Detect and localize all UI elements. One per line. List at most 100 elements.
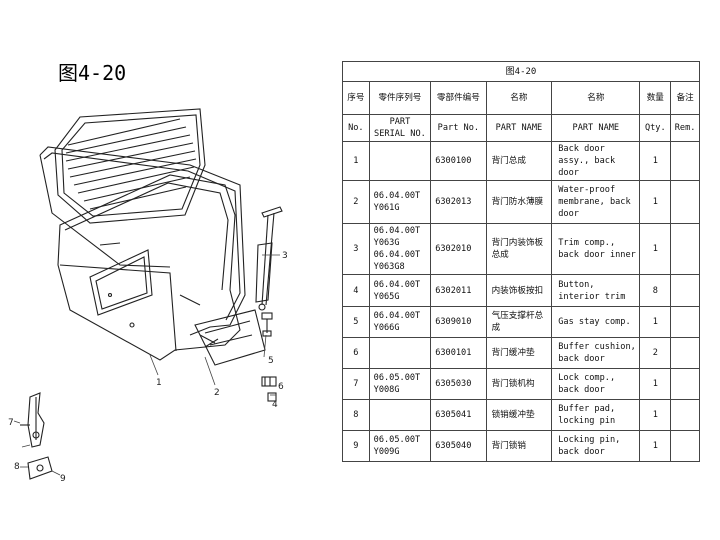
part-number-cell: 6302011 (430, 274, 487, 307)
part-name-en-cell: Buffer pad, locking pin (551, 399, 641, 431)
header-row-en: No. PART SERIAL NO. Part No. PART NAME P… (342, 114, 700, 142)
part-name-en-cell: Gas stay comp. (551, 306, 641, 338)
part-name-cn-cell: 背门总成 (485, 141, 553, 181)
serial-number-cell: 06.04.00T Y066G (368, 306, 432, 338)
callout-4: 4 (272, 400, 278, 410)
header-qty-en: Qty. (639, 114, 672, 142)
part-name-en-cell: Trim comp., back door inner (551, 223, 641, 275)
part-number-cell: 6305041 (430, 399, 487, 431)
parts-list-table: 图4-20 序号 零件序列号 零部件编号 名称 名称 数量 备注 No. PAR… (342, 61, 700, 462)
remark-cell (670, 223, 700, 275)
table-caption: 图4-20 (342, 61, 700, 82)
quantity-cell: 1 (639, 180, 672, 224)
header-partno-en: Part No. (430, 114, 487, 142)
gas-stay-strut (255, 206, 283, 311)
part-number-cell: 6302010 (430, 223, 487, 275)
part-name-cn-cell: 背门锁机构 (485, 368, 553, 400)
header-row-cn: 序号 零件序列号 零部件编号 名称 名称 数量 备注 (342, 81, 700, 115)
header-serial-cn: 零件序列号 (368, 81, 432, 115)
header-name-en-cn: 名称 (551, 81, 641, 115)
quantity-cell: 2 (639, 337, 672, 369)
quantity-cell: 1 (639, 368, 672, 400)
exploded-parts-diagram: 1 2 3 4 5 6 7 8 9 (0, 95, 345, 515)
header-partno-cn: 零部件编号 (430, 81, 487, 115)
row-number-cell: 7 (342, 368, 370, 400)
callout-7: 7 (8, 418, 14, 428)
quantity-cell: 1 (639, 399, 672, 431)
remark-cell (670, 306, 700, 338)
locking-pin (27, 456, 53, 480)
part-name-cn-cell: 背门内装饰板总成 (485, 223, 553, 275)
callout-9: 9 (60, 474, 66, 484)
header-serial-en: PART SERIAL NO. (368, 114, 432, 142)
remark-cell (670, 368, 700, 400)
header-no-en: No. (342, 114, 370, 142)
callout-6: 6 (278, 382, 284, 392)
row-number-cell: 9 (342, 430, 370, 462)
part-name-en-cell: Locking pin, back door (551, 430, 641, 462)
row-number-cell: 5 (342, 306, 370, 338)
quantity-cell: 8 (639, 274, 672, 307)
part-name-cn-cell: 背门锁销 (485, 430, 553, 462)
part-name-en-cell: Water-proof membrane, back door (551, 180, 641, 224)
part-number-cell: 6305040 (430, 430, 487, 462)
row-number-cell: 4 (342, 274, 370, 307)
row-number-cell: 6 (342, 337, 370, 369)
quantity-cell: 1 (639, 306, 672, 338)
callout-3: 3 (282, 251, 288, 261)
callout-8: 8 (14, 462, 20, 472)
part-number-cell: 6302013 (430, 180, 487, 224)
row-number-cell: 3 (342, 223, 370, 275)
header-name-cn-en: PART NAME (485, 114, 553, 142)
part-number-cell: 6305030 (430, 368, 487, 400)
remark-cell (670, 141, 700, 181)
part-number-cell: 6300101 (430, 337, 487, 369)
part-name-cn-cell: 内装饰板按扣 (485, 274, 553, 307)
header-name-en: PART NAME (551, 114, 641, 142)
row-number-cell: 8 (342, 399, 370, 431)
quantity-cell: 1 (639, 223, 672, 275)
row-number-cell: 1 (342, 141, 370, 181)
part-name-cn-cell: 气压支撑杆总成 (485, 306, 553, 338)
part-number-cell: 6300100 (430, 141, 487, 181)
part-number-cell: 6309010 (430, 306, 487, 338)
remark-cell (670, 274, 700, 307)
serial-number-cell: 06.04.00T Y063G 06.04.00T Y063G8 (368, 223, 432, 275)
serial-number-cell: 06.04.00T Y065G (368, 274, 432, 307)
quantity-cell: 1 (639, 141, 672, 181)
quantity-cell: 1 (639, 430, 672, 462)
serial-number-cell (368, 141, 432, 181)
remark-cell (670, 337, 700, 369)
serial-number-cell: 06.04.00T Y061G (368, 180, 432, 224)
serial-number-cell: 06.05.00T Y009G (368, 430, 432, 462)
callout-1: 1 (156, 378, 162, 388)
part-name-cn-cell: 锁销缓冲垫 (485, 399, 553, 431)
callout-leaders (13, 254, 280, 476)
serial-number-cell: 06.05.00T Y008G (368, 368, 432, 400)
back-window-glass (54, 108, 206, 224)
remark-cell (670, 399, 700, 431)
part-name-en-cell: Button, interior trim (551, 274, 641, 307)
callout-2: 2 (214, 388, 220, 398)
part-name-en-cell: Buffer cushion, back door (551, 337, 641, 369)
header-rem-cn: 备注 (670, 81, 700, 115)
header-name-cn: 名称 (485, 81, 553, 115)
header-qty-cn: 数量 (639, 81, 672, 115)
serial-number-cell (368, 337, 432, 369)
part-name-cn-cell: 背门防水薄膜 (485, 180, 553, 224)
header-rem-en: Rem. (670, 114, 700, 142)
weatherstrip-seal (39, 146, 246, 336)
serial-number-cell (368, 399, 432, 431)
part-name-cn-cell: 背门缓冲垫 (485, 337, 553, 369)
lock-mechanism (20, 392, 45, 448)
trim-button-fastener (261, 312, 273, 337)
part-name-en-cell: Back door assy., back door (551, 141, 641, 181)
